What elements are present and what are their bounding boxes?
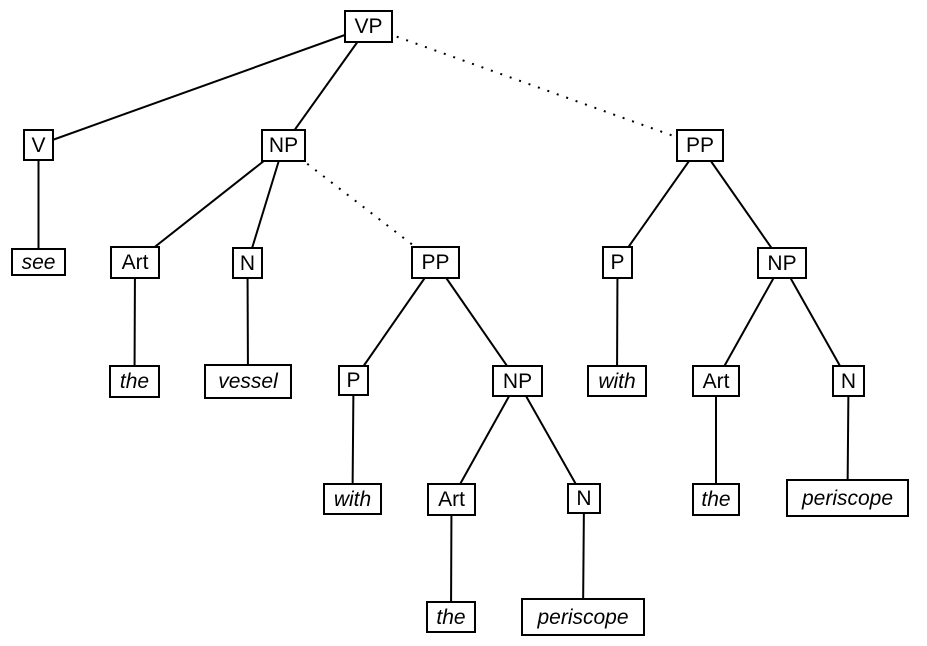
tree-edge-p2-with2 — [616, 262, 619, 382]
tree-node-periscope2: periscope — [521, 598, 645, 636]
tree-node-p2: P — [602, 246, 633, 279]
tree-node-art2: Art — [427, 483, 476, 516]
tree-node-vp: VP — [344, 10, 393, 43]
tree-node-vessel: vessel — [204, 364, 292, 399]
tree-edge-n1-vessel — [246, 262, 249, 382]
tree-edge-np1-pp1 — [282, 144, 437, 264]
tree-edge-pp2-p2 — [616, 144, 701, 264]
tree-edge-art1-the1 — [133, 262, 136, 382]
tree-edge-pp1-np2 — [434, 261, 519, 382]
tree-node-pp2: PP — [676, 129, 724, 162]
tree-node-the1: the — [109, 365, 160, 398]
tree-node-the2: the — [426, 601, 476, 633]
tree-node-with1: with — [323, 483, 382, 515]
tree-edge-vp-v — [38, 25, 369, 146]
tree-edge-vp-pp2 — [368, 25, 701, 147]
tree-node-the3: the — [692, 483, 740, 516]
tree-node-n2: N — [567, 483, 601, 514]
tree-edge-np1-n1 — [246, 145, 285, 264]
tree-node-n3: N — [832, 365, 865, 397]
tree-node-art1: Art — [110, 246, 160, 279]
tree-node-periscope3: periscope — [786, 479, 909, 517]
tree-node-art3: Art — [692, 365, 740, 397]
tree-edge-np3-art3 — [715, 262, 783, 382]
tree-node-np3: NP — [757, 247, 807, 279]
tree-node-n1: N — [232, 247, 263, 279]
tree-edge-pp2-np3 — [699, 144, 783, 264]
tree-node-see: see — [11, 248, 66, 276]
tree-edge-art2-the2 — [450, 499, 453, 618]
tree-node-with2: with — [587, 365, 647, 397]
tree-edge-np2-n2 — [516, 380, 585, 499]
tree-node-v: V — [23, 129, 54, 161]
tree-edge-pp1-p1 — [352, 261, 437, 382]
tree-edge-n2-periscope2 — [582, 498, 585, 618]
tree-node-np1: NP — [261, 129, 306, 162]
tree-edge-vp-np1 — [282, 25, 370, 147]
tree-edge-np2-art2 — [450, 380, 519, 500]
tree-edge-n3-periscope3 — [846, 380, 850, 499]
tree-node-np2: NP — [492, 365, 543, 397]
tree-node-p1: P — [338, 365, 369, 396]
tree-edge-np3-n3 — [781, 262, 850, 382]
tree-edge-np1-art1 — [134, 144, 285, 264]
tree-edge-p1-with1 — [351, 380, 355, 500]
tree-node-pp1: PP — [411, 246, 460, 279]
